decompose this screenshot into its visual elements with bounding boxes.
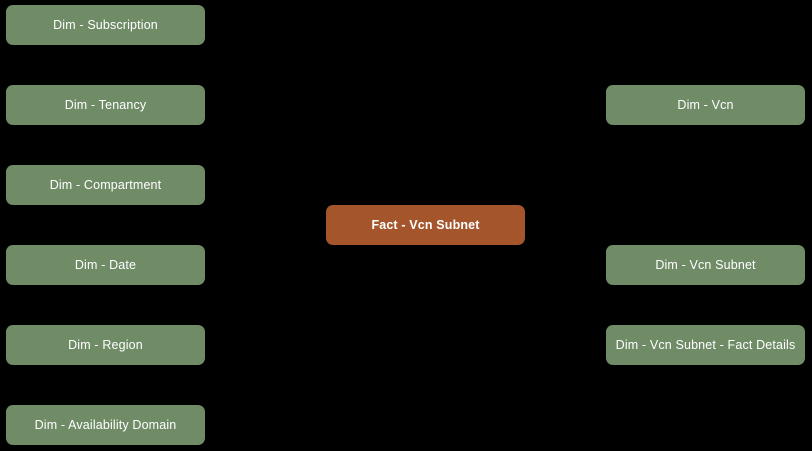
table-node-dim-compartment[interactable]: Dim - Compartment	[6, 165, 205, 205]
table-node-dim-tenancy[interactable]: Dim - Tenancy	[6, 85, 205, 125]
table-node-label: Dim - Date	[74, 258, 137, 272]
table-node-dim-vcn-subnet-fact-details[interactable]: Dim - Vcn Subnet - Fact Details	[606, 325, 805, 365]
table-node-label: Dim - Region	[68, 338, 143, 352]
table-node-label: Fact - Vcn Subnet	[371, 218, 480, 232]
table-node-dim-region[interactable]: Dim - Region	[6, 325, 205, 365]
table-node-dim-availability-domain[interactable]: Dim - Availability Domain	[6, 405, 205, 445]
table-node-dim-vcn[interactable]: Dim - Vcn	[606, 85, 805, 125]
table-node-fact-vcn-subnet[interactable]: Fact - Vcn Subnet	[326, 205, 525, 245]
table-node-dim-date[interactable]: Dim - Date	[6, 245, 205, 285]
table-node-label: Dim - Vcn Subnet	[655, 258, 756, 272]
table-node-label: Dim - Vcn	[677, 98, 734, 112]
table-node-dim-vcn-subnet[interactable]: Dim - Vcn Subnet	[606, 245, 805, 285]
table-node-label: Dim - Subscription	[53, 18, 158, 32]
table-node-label: Dim - Compartment	[49, 178, 162, 192]
table-node-label: Dim - Vcn Subnet - Fact Details	[615, 338, 796, 352]
table-node-label: Dim - Tenancy	[64, 98, 147, 112]
table-node-label: Dim - Availability Domain	[34, 418, 177, 432]
table-node-dim-subscription[interactable]: Dim - Subscription	[6, 5, 205, 45]
